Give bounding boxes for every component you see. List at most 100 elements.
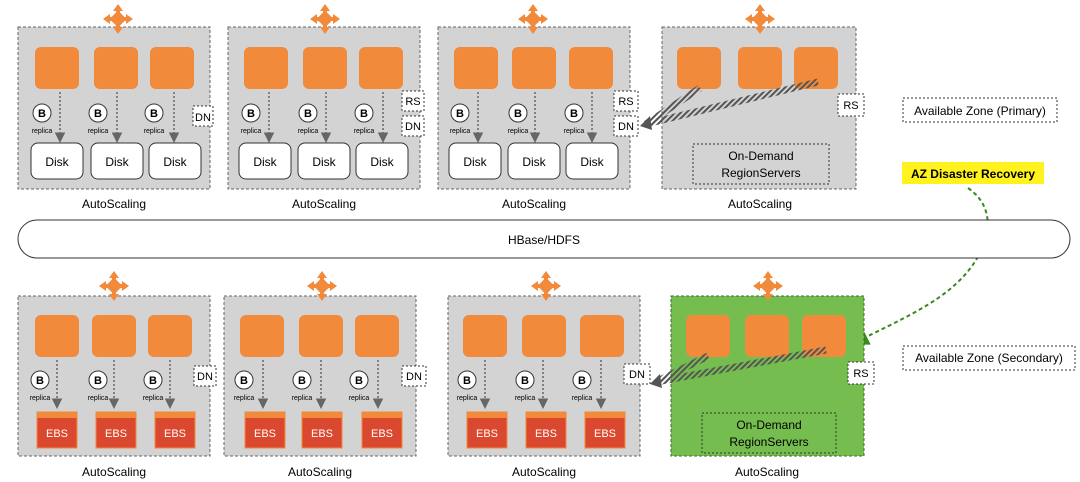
svg-text:Disk: Disk [105, 155, 129, 169]
svg-text:replica: replica [515, 395, 536, 402]
autoscaling-label: AutoScaling [288, 465, 352, 479]
instance-icon [150, 47, 194, 89]
dn-label: DN [197, 371, 213, 383]
instance-icon [569, 47, 613, 89]
replication-arrows [54, 92, 180, 143]
autoscaling-label: AutoScaling [728, 197, 792, 211]
instance-icon [299, 315, 343, 357]
autoscaling-label: AutoScaling [292, 197, 356, 211]
ebs-volume: EBS [301, 411, 343, 449]
autoscaling-group-top-1: B replica B replica B replica DN Disk Di… [17, 4, 214, 211]
backup-badge: B replica [298, 103, 319, 135]
autoscaling-label: AutoScaling [512, 465, 576, 479]
svg-text:B: B [38, 108, 46, 120]
svg-text:B: B [463, 375, 471, 387]
backup-badge: B replica [88, 103, 109, 135]
svg-text:B: B [36, 375, 44, 387]
instance-icon [738, 47, 782, 89]
instance-icon [92, 315, 136, 357]
instance-icon [677, 47, 721, 89]
svg-text:replica: replica [241, 128, 262, 135]
svg-text:B: B [355, 375, 363, 387]
disk: Disk [565, 142, 619, 180]
disk: Disk [30, 142, 84, 180]
disk: Disk [238, 142, 292, 180]
failover-arrows [650, 346, 827, 388]
instance-icon [244, 47, 288, 89]
backup-badge: B replica [450, 103, 471, 135]
disk: Disk [148, 142, 202, 180]
svg-text:B: B [240, 375, 248, 387]
ebs-volume: EBS [525, 411, 567, 449]
svg-text:Available Zone (Primary): Available Zone (Primary) [914, 104, 1046, 118]
backup-badge: B replica [354, 103, 374, 135]
svg-text:EBS: EBS [46, 428, 68, 440]
svg-text:replica: replica [292, 395, 313, 402]
disk: Disk [355, 142, 409, 180]
disk: Disk [507, 142, 561, 180]
svg-text:B: B [298, 375, 306, 387]
svg-text:Disk: Disk [163, 155, 187, 169]
svg-text:replica: replica [349, 395, 370, 402]
svg-text:EBS: EBS [535, 428, 557, 440]
backup-badge: B replica [508, 103, 529, 135]
replication-arrows [263, 92, 389, 143]
ebs-volume: EBS [584, 411, 626, 449]
failover-arrows [640, 78, 819, 130]
svg-text:EBS: EBS [105, 428, 127, 440]
svg-text:replica: replica [32, 128, 53, 135]
svg-text:EBS: EBS [164, 428, 186, 440]
ebs-volume: EBS [244, 411, 286, 449]
svg-text:replica: replica [564, 128, 585, 135]
instance-icon [303, 47, 347, 89]
top-row: B replica B replica B replica DN Disk Di… [17, 4, 1058, 211]
ebs-volume: EBS [154, 411, 196, 449]
ebs-volume: EBS [95, 411, 137, 449]
zone-primary-tag: Available Zone (Primary) [902, 97, 1058, 123]
dn-label: DN [618, 121, 634, 133]
svg-text:HBase/HDFS: HBase/HDFS [508, 233, 580, 247]
svg-text:replica: replica [143, 395, 164, 402]
svg-text:replica: replica [88, 128, 109, 135]
svg-text:replica: replica [450, 128, 471, 135]
instance-icon [686, 315, 730, 357]
svg-text:AZ Disaster Recovery: AZ Disaster Recovery [911, 167, 1035, 181]
backup-badge: B replica [144, 103, 164, 135]
svg-text:Disk: Disk [45, 155, 69, 169]
dn-label: DN [195, 112, 211, 124]
svg-text:EBS: EBS [311, 428, 333, 440]
dn-label: DN [629, 369, 645, 381]
ebs-volume: EBS [361, 411, 403, 449]
instance-icon [355, 315, 399, 357]
svg-text:Disk: Disk [253, 155, 277, 169]
backup-badge: B replica [32, 103, 53, 135]
svg-text:replica: replica [508, 128, 529, 135]
region-servers-label: RegionServers [721, 166, 800, 180]
svg-text:B: B [94, 108, 102, 120]
rs-label: RS [853, 368, 868, 380]
svg-text:B: B [514, 108, 522, 120]
svg-text:replica: replica [30, 395, 51, 402]
svg-text:B: B [456, 108, 464, 120]
svg-text:replica: replica [298, 128, 319, 135]
instance-icon [35, 47, 79, 89]
autoscaling-group-top-3: B replica B replica B replica RS DN Disk… [437, 4, 639, 211]
svg-text:Disk: Disk [522, 155, 546, 169]
disk: Disk [90, 142, 144, 180]
instance-icon [802, 315, 846, 357]
svg-text:Disk: Disk [580, 155, 604, 169]
disaster-recovery-arrow [850, 187, 989, 345]
instance-icon [359, 47, 403, 89]
hbase-hdfs-bar: HBase/HDFS [17, 219, 1071, 259]
